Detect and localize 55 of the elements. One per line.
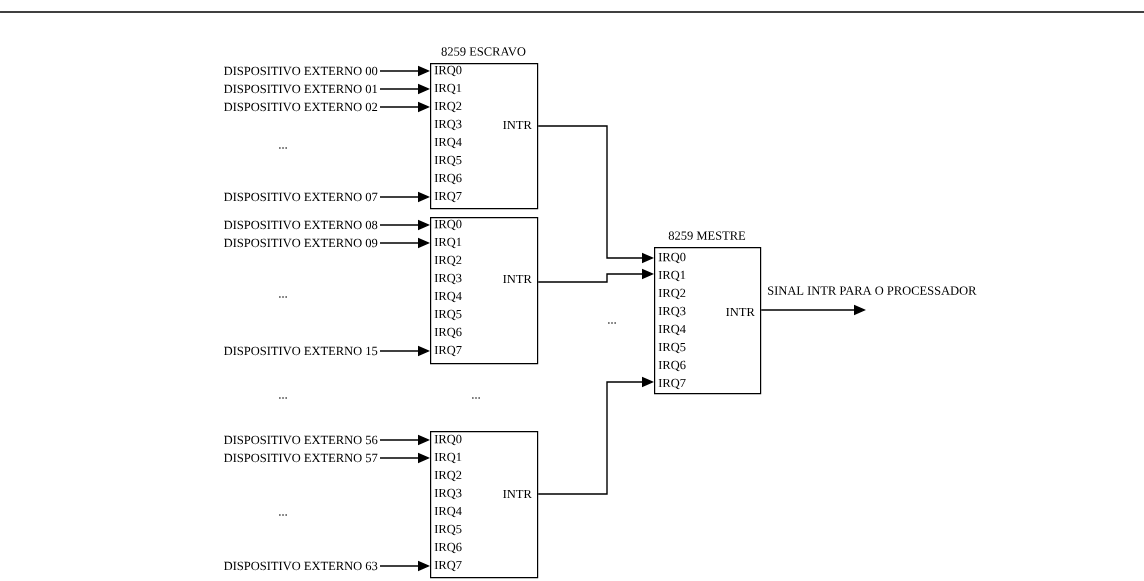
device-label: DISPOSITIVO EXTERNO 08: [224, 220, 378, 230]
pin-label: IRQ1: [434, 237, 462, 249]
pin-label: IRQ6: [434, 327, 462, 339]
pin-label: IRQ7: [658, 378, 686, 390]
pin-label: IRQ2: [434, 470, 462, 482]
device-label: DISPOSITIVO EXTERNO 63: [224, 561, 378, 571]
pin-label: IRQ4: [434, 506, 462, 518]
pin-label: IRQ5: [658, 342, 686, 354]
pin-label: IRQ5: [434, 155, 462, 167]
ellipsis: ...: [472, 397, 480, 399]
pin-label: IRQ2: [434, 255, 462, 267]
pin-label: IRQ6: [434, 173, 462, 185]
ellipsis: ...: [279, 514, 287, 516]
pin-label: IRQ0: [434, 219, 462, 231]
device-label: DISPOSITIVO EXTERNO 01: [224, 84, 378, 94]
pin-label: IRQ2: [434, 101, 462, 113]
pin-label: IRQ7: [434, 191, 462, 203]
pin-label: IRQ3: [434, 119, 462, 131]
ellipsis: ...: [279, 296, 287, 298]
ellipsis: ...: [279, 147, 287, 149]
ellipsis: ...: [279, 397, 287, 399]
pin-label: INTR: [503, 489, 532, 499]
edge-label: SINAL INTR PARA O PROCESSADOR: [766, 285, 978, 296]
pin-label: IRQ3: [658, 306, 686, 318]
pin-label: IRQ1: [434, 452, 462, 464]
pin-label: IRQ1: [658, 270, 686, 282]
pin-label: IRQ7: [434, 560, 462, 572]
pin-label: INTR: [503, 274, 532, 284]
chip-title: 8259 MESTRE: [668, 231, 746, 240]
pin-label: IRQ0: [658, 252, 686, 264]
pin-label: IRQ4: [658, 324, 686, 336]
pin-label: IRQ3: [434, 488, 462, 500]
pin-label: IRQ5: [434, 309, 462, 321]
pin-label: IRQ5: [434, 524, 462, 536]
chip-title: 8259 ESCRAVO: [441, 47, 526, 56]
pin-label: INTR: [726, 307, 755, 317]
pin-label: IRQ0: [434, 65, 462, 77]
device-label: DISPOSITIVO EXTERNO 56: [224, 435, 378, 445]
pin-label: IRQ2: [658, 288, 686, 300]
pin-label: INTR: [503, 120, 532, 130]
ellipsis: ...: [608, 322, 616, 324]
pin-label: IRQ4: [434, 137, 462, 149]
device-label: DISPOSITIVO EXTERNO 00: [224, 66, 378, 76]
pin-label: IRQ6: [434, 542, 462, 554]
pin-label: IRQ1: [434, 83, 462, 95]
device-label: DISPOSITIVO EXTERNO 02: [224, 102, 378, 112]
pin-label: IRQ3: [434, 273, 462, 285]
device-label: DISPOSITIVO EXTERNO 15: [224, 346, 378, 356]
pin-label: IRQ4: [434, 291, 462, 303]
pin-label: IRQ6: [658, 360, 686, 372]
device-label: DISPOSITIVO EXTERNO 57: [224, 453, 378, 463]
pin-label: IRQ0: [434, 434, 462, 446]
pin-label: IRQ7: [434, 345, 462, 357]
device-label: DISPOSITIVO EXTERNO 09: [224, 238, 378, 248]
device-label: DISPOSITIVO EXTERNO 07: [224, 192, 378, 202]
